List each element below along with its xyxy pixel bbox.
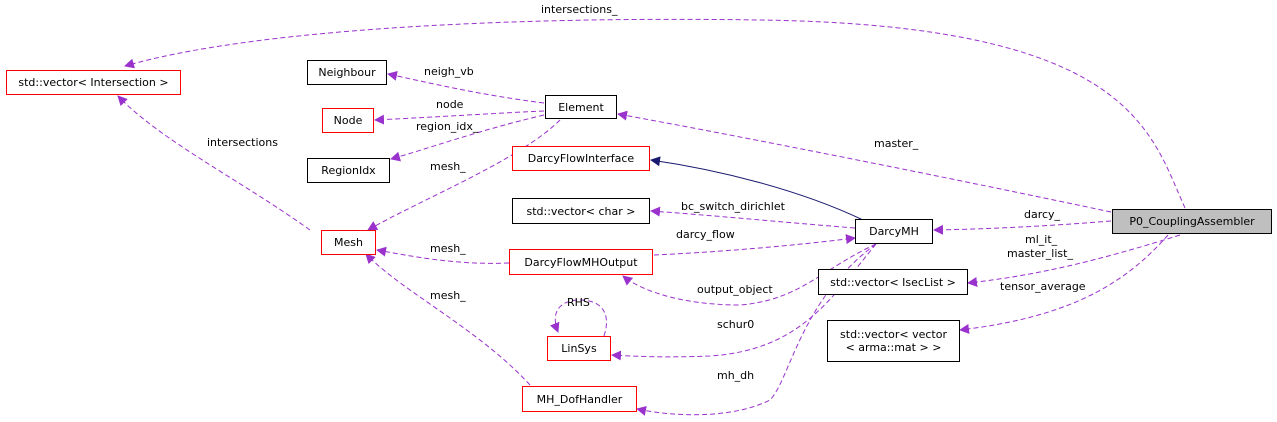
edge-darcymh-vec-char bbox=[650, 206, 856, 229]
edge-output-darcymh bbox=[653, 234, 856, 256]
edge-label-mesh-element: mesh_ bbox=[430, 160, 466, 173]
edge-label-neigh-vb: neigh_vb bbox=[424, 65, 474, 78]
class-mesh[interactable]: Mesh bbox=[321, 230, 376, 255]
edge-label-node: node bbox=[436, 98, 464, 111]
edge-label-intersections: intersections bbox=[207, 136, 278, 149]
edge-label-mesh-output: mesh_ bbox=[430, 242, 466, 255]
class-darcy-flow-interface[interactable]: DarcyFlowInterface bbox=[512, 146, 650, 171]
class-vector-char[interactable]: std::vector< char > bbox=[512, 198, 650, 224]
edge-linsys-rhs bbox=[550, 299, 607, 337]
edge-label-output-object: output_object bbox=[697, 283, 773, 296]
edge-element-neighbour bbox=[387, 70, 545, 104]
class-vector-vector-mat-line1: std::vector< vector bbox=[840, 328, 947, 341]
class-darcymh[interactable]: DarcyMH bbox=[855, 219, 933, 244]
edge-label-intersections-top: intersections_ bbox=[541, 3, 618, 16]
edge-p0-intersections bbox=[124, 18, 1186, 209]
edge-label-region-idx: region_idx_ bbox=[416, 120, 479, 133]
edge-label-rhs: RHS bbox=[567, 296, 590, 309]
class-element-label: Element bbox=[558, 100, 604, 114]
class-vector-intersection[interactable]: std::vector< Intersection > bbox=[6, 70, 181, 95]
class-vector-isecl-label: std::vector< IsecList > bbox=[830, 275, 956, 289]
class-vector-vector-mat-line2: < arma::mat > > bbox=[845, 341, 942, 354]
edge-p0-isecl bbox=[967, 234, 1181, 287]
edge-label-darcy-flow: darcy_flow bbox=[676, 228, 735, 241]
edge-label-mh-dh: mh_dh bbox=[717, 369, 755, 382]
edge-output-mesh bbox=[376, 246, 510, 264]
edge-element-node bbox=[374, 110, 545, 125]
class-p0-coupling-assembler-label: P0_CouplingAssembler bbox=[1129, 215, 1255, 228]
class-mesh-label: Mesh bbox=[334, 236, 363, 249]
class-vector-vector-mat[interactable]: std::vector< vector < arma::mat > > bbox=[827, 320, 960, 362]
class-darcymh-label: DarcyMH bbox=[869, 225, 919, 238]
edge-p0-element bbox=[617, 110, 1112, 213]
class-p0-coupling-assembler[interactable]: P0_CouplingAssembler bbox=[1112, 209, 1272, 234]
class-element[interactable]: Element bbox=[545, 95, 617, 119]
edge-label-ml-it: ml_it_ bbox=[1025, 233, 1058, 246]
class-mh-dofhandler[interactable]: MH_DofHandler bbox=[522, 386, 637, 412]
edge-darcymh-interface-inheritance bbox=[650, 156, 864, 221]
class-darcy-flow-interface-label: DarcyFlowInterface bbox=[527, 152, 635, 165]
edge-element-regionidx bbox=[390, 114, 545, 162]
edge-label-schur0: schur0 bbox=[717, 318, 755, 331]
class-darcy-flow-mh-output[interactable]: DarcyFlowMHOutput bbox=[509, 249, 653, 275]
class-neighbour[interactable]: Neighbour bbox=[307, 60, 387, 85]
class-vector-char-label: std::vector< char > bbox=[526, 204, 636, 218]
edge-label-darcy: darcy_ bbox=[1024, 208, 1061, 221]
class-linsys[interactable]: LinSys bbox=[547, 336, 611, 361]
edge-label-bc-switch: bc_switch_dirichlet bbox=[681, 200, 785, 213]
edge-dofhandler-mesh bbox=[365, 253, 531, 386]
edge-label-tensor-average: tensor_average bbox=[1000, 280, 1086, 293]
class-linsys-label: LinSys bbox=[561, 342, 597, 355]
class-node-label: Node bbox=[333, 114, 363, 127]
edge-mesh-intersections bbox=[117, 95, 311, 231]
class-darcy-flow-mh-output-label: DarcyFlowMHOutput bbox=[524, 255, 638, 269]
class-regionidx[interactable]: RegionIdx bbox=[307, 158, 390, 183]
class-vector-isecl[interactable]: std::vector< IsecList > bbox=[818, 269, 968, 295]
edge-label-mesh-dof: mesh_ bbox=[430, 289, 466, 302]
class-vector-intersection-label: std::vector< Intersection > bbox=[18, 76, 169, 89]
class-neighbour-label: Neighbour bbox=[318, 66, 376, 79]
edge-p0-tensor bbox=[959, 234, 1169, 334]
class-node[interactable]: Node bbox=[322, 108, 374, 133]
class-mh-dofhandler-label: MH_DofHandler bbox=[536, 392, 623, 406]
edge-label-master-list: master_list_ bbox=[1007, 247, 1073, 260]
edge-p0-darcymh bbox=[933, 220, 1112, 235]
edge-darcymh-dofhandler bbox=[636, 243, 877, 416]
class-regionidx-label: RegionIdx bbox=[321, 164, 376, 177]
edge-label-master: master_ bbox=[874, 137, 919, 150]
